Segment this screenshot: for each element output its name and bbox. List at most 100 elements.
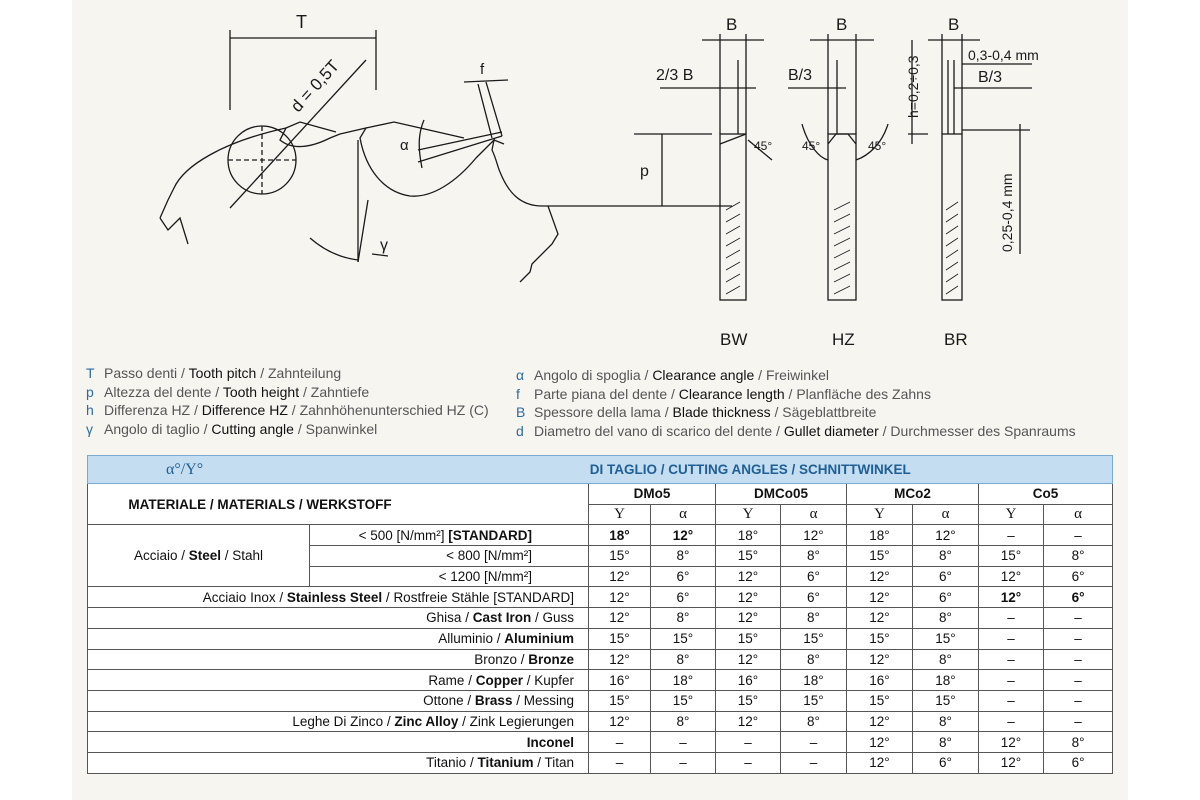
bw-profile-name: BW <box>720 330 747 349</box>
group-header: DMo5 <box>588 483 716 505</box>
value-cell: 12° <box>588 710 651 733</box>
value-cell: 16° <box>715 669 781 691</box>
value-cell: – <box>780 731 847 753</box>
value-cell: 8° <box>650 648 716 671</box>
value-cell: 15° <box>846 545 913 567</box>
value-cell: – <box>1042 710 1114 733</box>
height-label: p <box>640 163 649 180</box>
condition-cell: < 800 [N/mm²] <box>309 545 589 567</box>
material-cell: Inconel <box>87 731 589 753</box>
table-row: Titanio / Titanium / Titan––––12°6°12°6° <box>87 751 1114 774</box>
value-cell: 12° <box>912 524 979 547</box>
flat-label: f <box>480 61 485 78</box>
value-cell: 16° <box>588 669 651 691</box>
value-cell: 12° <box>715 648 781 671</box>
group-header: Co5 <box>977 483 1114 505</box>
value-cell: 12° <box>715 607 781 629</box>
material-cell: Titanio / Titanium / Titan <box>87 751 589 774</box>
value-cell: – <box>1042 607 1114 629</box>
table-row: Inconel––––12°8°12°8° <box>87 731 1114 753</box>
value-cell: 15° <box>715 545 781 567</box>
value-cell: 8° <box>650 607 716 629</box>
value-cell: – <box>650 751 716 774</box>
value-cell: 8° <box>780 648 847 671</box>
value-cell: 12° <box>715 586 781 609</box>
material-cell: Acciaio Inox / Stainless Steel / Rostfre… <box>87 586 589 609</box>
value-cell: 8° <box>650 545 716 567</box>
table-title-bar: α°/Υ° ANGOLI DI TAGLIO / CUTTING ANGLES … <box>87 455 1114 484</box>
value-cell: 12° <box>846 751 913 774</box>
gamma-header: Υ <box>846 503 913 526</box>
value-cell: 6° <box>650 586 716 609</box>
group-header: DMCo05 <box>715 483 847 505</box>
value-cell: 15° <box>715 689 781 712</box>
value-cell: 18° <box>588 524 651 547</box>
value-cell: 8° <box>912 731 979 753</box>
table-row: < 1200 [N/mm²] 12° 6° 12° 6° 12° 6° 12° … <box>88 565 1114 588</box>
value-cell: 18° <box>846 524 913 547</box>
bw-angle-label: 45° <box>754 139 772 153</box>
value-cell: 15° <box>588 689 651 712</box>
value-cell: 12° <box>650 524 716 547</box>
value-cell: – <box>1042 648 1114 671</box>
value-cell: 12° <box>588 586 651 609</box>
value-cell: 18° <box>650 669 716 691</box>
value-cell: – <box>978 710 1044 733</box>
value-cell: 12° <box>588 607 651 629</box>
value-cell: 6° <box>780 565 847 588</box>
value-cell: 18° <box>912 669 979 691</box>
table-title: ANGOLI DI TAGLIO / CUTTING ANGLES / SCHN… <box>588 455 1114 484</box>
group-header: MCo2 <box>846 483 979 505</box>
material-cell: Ottone / Brass / Messing <box>87 689 589 712</box>
value-cell: 15° <box>846 689 913 712</box>
cutting-angles-table: α°/Υ° ANGOLI DI TAGLIO / CUTTING ANGLES … <box>87 455 1114 774</box>
value-cell: 15° <box>846 627 913 650</box>
value-cell: 12° <box>846 607 913 629</box>
value-cell: 6° <box>780 586 847 609</box>
condition-cell: < 500 [N/mm²] [STANDARD] <box>309 524 589 547</box>
value-cell: 8° <box>650 710 716 733</box>
material-cell: Alluminio / Aluminium <box>87 627 589 650</box>
value-cell: 8° <box>912 648 979 671</box>
alpha-header: α <box>650 503 716 526</box>
pitch-label: T <box>296 12 307 32</box>
value-cell: – <box>978 607 1044 629</box>
table-row: Acciaio Inox / Stainless Steel / Rostfre… <box>87 586 1114 609</box>
value-cell: 12° <box>978 751 1044 774</box>
value-cell: 12° <box>978 731 1044 753</box>
alpha-header: α <box>780 503 847 526</box>
gamma-header: Υ <box>588 503 651 526</box>
value-cell: – <box>978 669 1044 691</box>
value-cell: 15° <box>588 627 651 650</box>
hz-height-label: h=0,2÷0,3 <box>905 55 921 118</box>
value-cell: – <box>588 731 651 753</box>
table-row: Leghe Di Zinco / Zinc Alloy / Zink Legie… <box>87 710 1114 733</box>
value-cell: 8° <box>912 545 979 567</box>
br-fraction-label: B/3 <box>978 69 1002 86</box>
value-cell: 6° <box>912 586 979 609</box>
gamma-header: Υ <box>715 503 781 526</box>
value-cell: 6° <box>912 751 979 774</box>
value-cell: 12° <box>846 586 913 609</box>
value-cell: 15° <box>650 689 716 712</box>
value-cell: 6° <box>1042 751 1114 774</box>
condition-cell: < 1200 [N/mm²] <box>309 565 589 588</box>
hz-angle-right-label: 45° <box>868 139 886 153</box>
cutting-angles-table-wrapper: α°/Υ° ANGOLI DI TAGLIO / CUTTING ANGLES … <box>87 455 1114 774</box>
value-cell: 15° <box>780 627 847 650</box>
value-cell: 6° <box>1042 565 1114 588</box>
value-cell: – <box>588 751 651 774</box>
value-cell: 8° <box>1042 731 1114 753</box>
value-cell: 12° <box>715 565 781 588</box>
bw-fraction-label: 2/3 B <box>656 67 693 84</box>
value-cell: 15° <box>912 627 979 650</box>
